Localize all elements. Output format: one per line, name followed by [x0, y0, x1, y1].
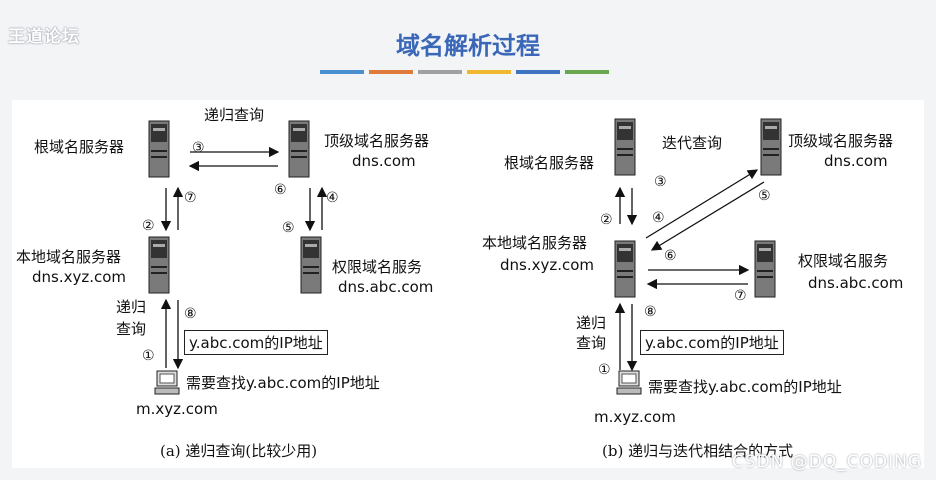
root-server-label: 根域名服务器: [504, 154, 595, 172]
server-icon: [148, 236, 170, 294]
step-label: ①: [598, 362, 611, 378]
local-server-label: 本地域名服务器: [482, 234, 588, 252]
slide-title: 域名解析过程: [396, 32, 540, 60]
arrow-r-step5: [650, 181, 765, 251]
step-label: ②: [600, 212, 613, 228]
step-label: ⑧: [184, 306, 197, 322]
color-bar: [516, 70, 560, 74]
caption-left: (a) 递归查询(比较少用): [160, 442, 318, 460]
step-label: ④: [326, 190, 339, 206]
auth-server-host: dns.abc.com: [338, 278, 434, 296]
server-icon: [148, 120, 170, 178]
computer-icon: [616, 370, 642, 395]
server-icon: [300, 236, 322, 294]
color-bar: [320, 70, 364, 74]
client-query-label-2: 查询: [576, 334, 607, 352]
step-label: ③: [654, 174, 667, 190]
request-label: 需要查找y.abc.com的IP地址: [186, 374, 380, 392]
diagram-panel: 递归查询 根域名服务器 顶级域名服务器 dns.com 本地域名服务器 dns.…: [12, 100, 924, 468]
auth-server-host: dns.abc.com: [808, 274, 904, 292]
server-icon: [614, 240, 636, 298]
server-icon: [614, 118, 636, 176]
step-label: ⑦: [734, 288, 747, 304]
step-label: ⑥: [274, 182, 287, 198]
forum-watermark: 王道论坛: [8, 27, 80, 47]
server-icon: [288, 120, 310, 178]
client-query-label: 递归: [576, 314, 607, 332]
query-type-label: 迭代查询: [662, 134, 723, 152]
auth-server-label: 权限域名服务: [332, 258, 423, 276]
step-label: ⑧: [644, 304, 657, 320]
color-bar: [369, 70, 413, 74]
answer-box: y.abc.com的IP地址: [184, 330, 328, 355]
step-label: ①: [142, 348, 155, 364]
query-type-label: 递归查询: [204, 106, 265, 124]
tld-server-host: dns.com: [824, 152, 888, 170]
color-bar: [565, 70, 609, 74]
tld-server-host: dns.com: [352, 152, 416, 170]
tld-server-label: 顶级域名服务器: [324, 132, 430, 150]
csdn-watermark: CSDN @DQ_CODING: [731, 452, 922, 472]
root-server-label: 根域名服务器: [34, 138, 125, 156]
caption-right: (b) 递归与迭代相结合的方式: [602, 442, 794, 460]
local-server-host: dns.xyz.com: [32, 268, 127, 286]
color-bar: [467, 70, 511, 74]
client-query-label: 递归: [116, 298, 147, 316]
local-server-label: 本地域名服务器: [16, 248, 122, 266]
answer-box: y.abc.com的IP地址: [640, 330, 784, 355]
auth-server-label: 权限域名服务: [798, 252, 889, 270]
step-label: ⑦: [184, 190, 197, 206]
client-host: m.xyz.com: [136, 400, 218, 418]
color-bar: [418, 70, 462, 74]
step-label: ⑤: [282, 220, 295, 236]
arrow-r-step4: [645, 169, 759, 239]
step-label: ③: [192, 140, 205, 156]
step-label: ⑥: [664, 248, 677, 264]
server-icon: [760, 118, 782, 176]
step-label: ②: [142, 218, 155, 234]
client-host: m.xyz.com: [594, 408, 676, 426]
step-label: ⑤: [758, 188, 771, 204]
arrows-layer: [160, 146, 765, 372]
request-label: 需要查找y.abc.com的IP地址: [648, 378, 842, 396]
server-icon: [754, 240, 776, 298]
step-label: ④: [652, 210, 665, 226]
computer-icon: [154, 370, 180, 395]
client-query-label-2: 查询: [116, 320, 147, 338]
local-server-host: dns.xyz.com: [500, 256, 595, 274]
color-bars: [320, 70, 609, 74]
tld-server-label: 顶级域名服务器: [788, 132, 894, 150]
